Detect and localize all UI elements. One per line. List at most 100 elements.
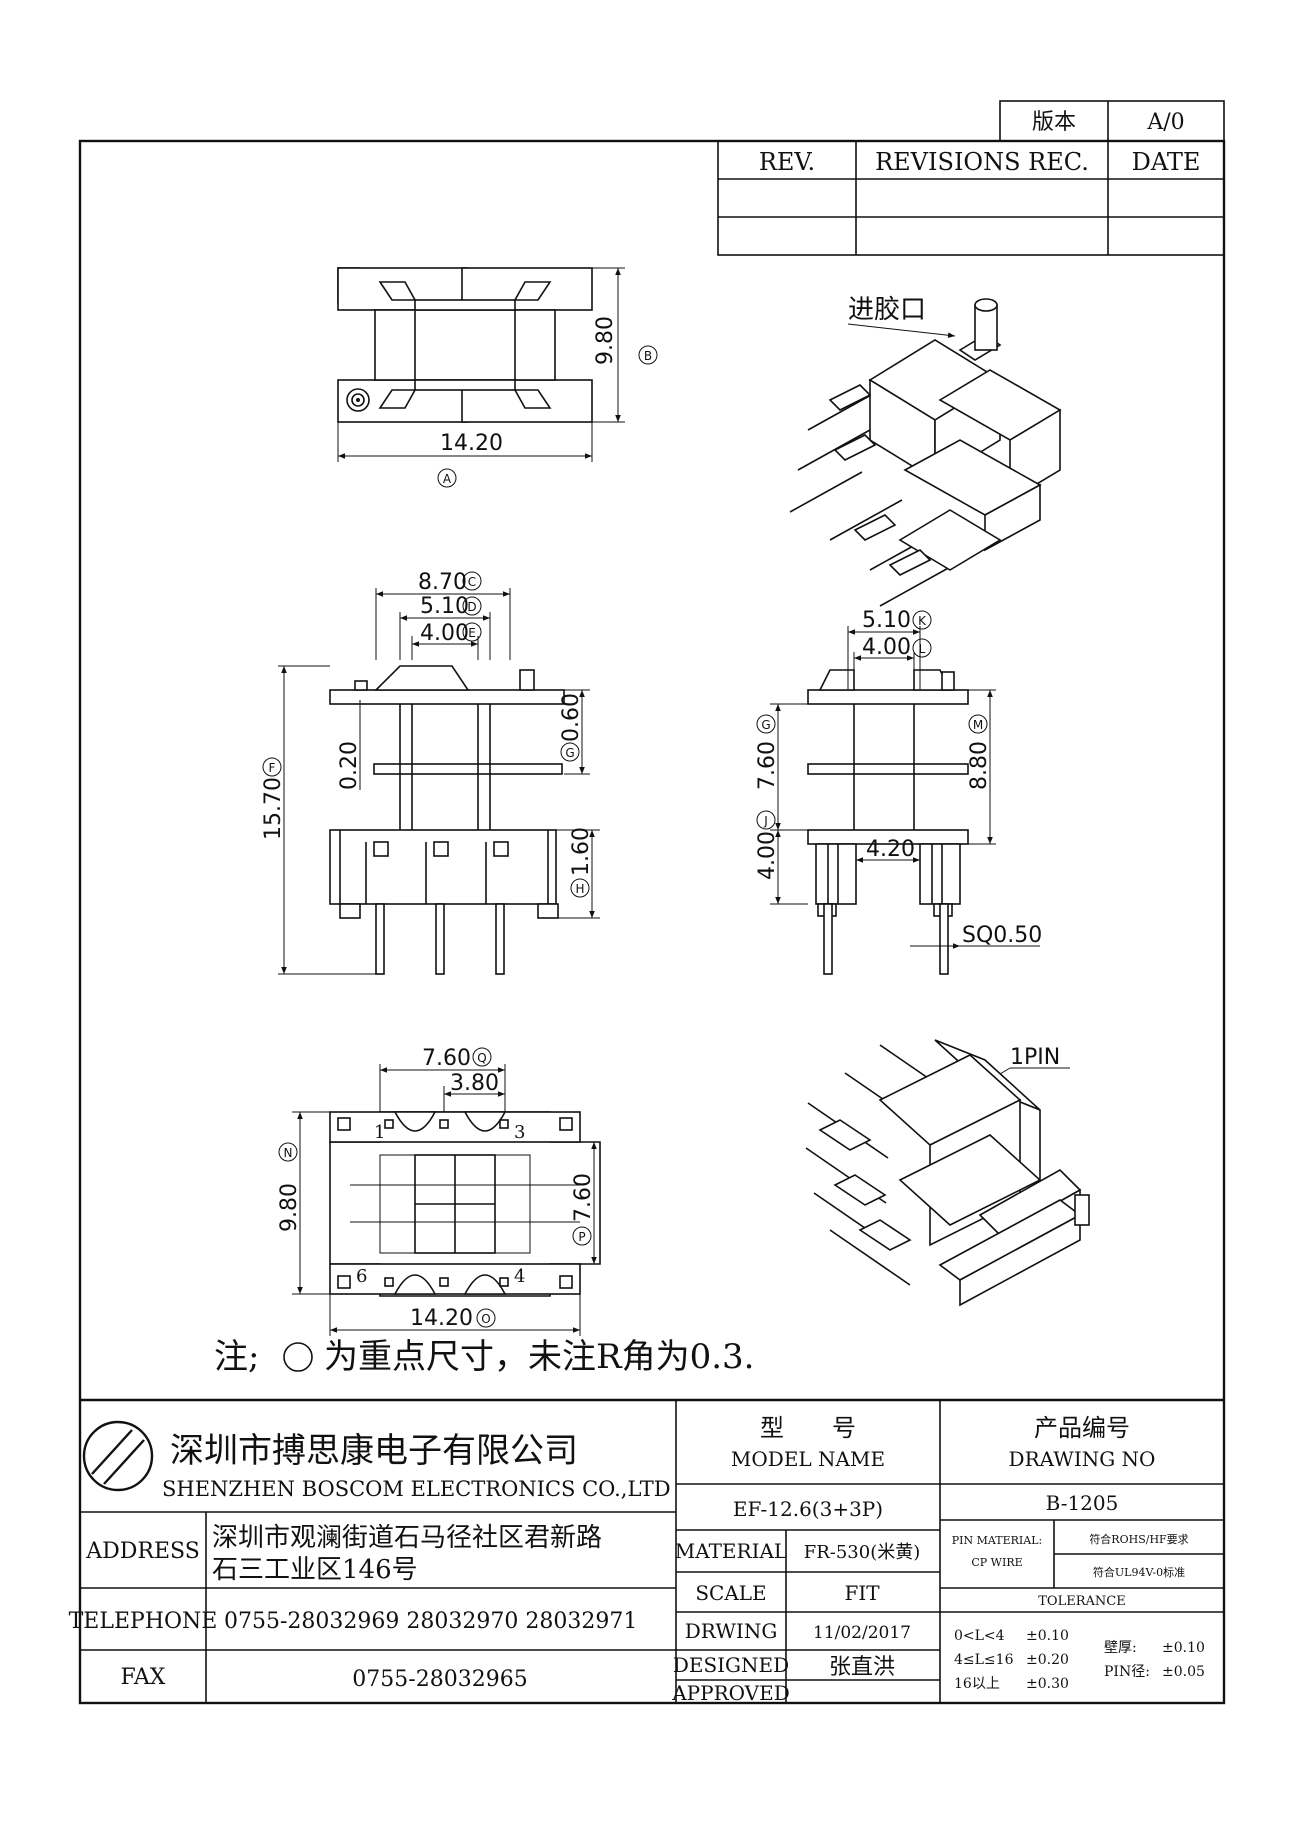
side-view: 5.10 K 4.00 L 7.60 G 4.00 J 8.80 M 4.20	[755, 608, 1042, 975]
top-width-dim: 14.20	[440, 431, 503, 456]
fax-label: FAX	[121, 1665, 166, 1690]
front-dim-c: 8.70	[418, 570, 467, 595]
rev-header: REV.	[759, 148, 815, 176]
bottom-dim-q: 7.60	[422, 1046, 471, 1071]
note-line: 注; 为重点尺寸，未注R角为0.3.	[214, 1337, 754, 1377]
side-ref-k: K	[918, 614, 927, 628]
tol-value-2: ±0.20	[1026, 1652, 1069, 1668]
side-ref-g: G	[761, 718, 770, 732]
scale-value: FIT	[844, 1581, 880, 1605]
side-dim-k: 5.10	[862, 608, 911, 633]
pin-1-label: 1	[374, 1122, 385, 1143]
drawing-frame	[78, 139, 1226, 1705]
drwing-value: 11/02/2017	[813, 1623, 911, 1643]
side-dim-m: 8.80	[967, 741, 992, 790]
front-dim-g: 0.60	[559, 693, 584, 742]
fax-value: 0755-28032965	[352, 1667, 527, 1692]
top-height-dim: 9.80	[593, 316, 618, 365]
approved-label: APPROVED	[671, 1681, 790, 1705]
side-dim-g: 7.60	[755, 741, 780, 790]
designed-label: DESIGNED	[673, 1653, 789, 1677]
model-value: EF-12.6(3+3P)	[733, 1497, 883, 1521]
top-height-ref: B	[644, 349, 652, 363]
front-view: 8.70 C 5.10 D 4.00 E 15.70 F 0.20 0.60 G	[261, 570, 600, 975]
tol-range-3: 16以上	[954, 1676, 1000, 1692]
designed-value: 张直洪	[829, 1655, 895, 1680]
pin-material-2: CP WIRE	[971, 1556, 1022, 1569]
bottom-ref-n: N	[284, 1146, 293, 1160]
side-sq-label: SQ0.50	[962, 923, 1042, 948]
front-dim-d: 5.10	[420, 594, 469, 619]
tol-value-1: ±0.10	[1026, 1628, 1069, 1644]
drawing-no-en: DRAWING NO	[1009, 1447, 1156, 1471]
bottom-ref-q: Q	[477, 1051, 486, 1065]
bottom-dim-n: 9.80	[277, 1183, 302, 1232]
pin-dia-label: PIN径:	[1104, 1664, 1150, 1680]
telephone-label: TELEPHONE	[69, 1609, 218, 1634]
side-ref-j: J	[763, 814, 768, 828]
front-ref-f: F	[269, 761, 276, 775]
address-label: ADDRESS	[85, 1539, 200, 1564]
model-cn: 型 号	[760, 1414, 856, 1442]
company-logo-icon	[82, 1420, 154, 1492]
pin1-label: 1PIN	[1010, 1045, 1060, 1070]
bottom-dim-pitch: 3.80	[450, 1071, 499, 1096]
side-ref-m: M	[973, 718, 983, 732]
drawing-no-cn: 产品编号	[1034, 1414, 1130, 1442]
wall-label: 壁厚:	[1104, 1640, 1137, 1656]
rohs-compliance: 符合ROHS/HF要求	[1089, 1532, 1188, 1546]
company-name-en: SHENZHEN BOSCOM ELECTRONICS CO.,LTD	[162, 1477, 671, 1501]
front-dim-small: 0.20	[337, 741, 362, 790]
pin-3-label: 3	[514, 1122, 525, 1143]
bottom-view: 1 3 4 6 7.60 Q 3.80 9.80 N 7.60 P 14.20	[277, 1046, 601, 1336]
model-en: MODEL NAME	[731, 1447, 885, 1471]
front-ref-d: D	[467, 600, 476, 614]
pin-6-label: 6	[356, 1266, 367, 1287]
tol-range-1: 0<L<4	[954, 1628, 1005, 1644]
front-ref-c: C	[468, 575, 476, 589]
material-value: FR-530(米黄)	[804, 1542, 921, 1563]
front-ref-g: G	[565, 746, 574, 760]
wall-value: ±0.10	[1162, 1640, 1205, 1656]
side-dim-j: 4.00	[755, 831, 780, 880]
bottom-dim-o: 14.20	[410, 1306, 473, 1331]
tol-value-3: ±0.30	[1026, 1676, 1069, 1692]
bottom-dim-p: 7.60	[571, 1173, 596, 1222]
bottom-ref-p: P	[578, 1230, 585, 1244]
critical-dim-circle-icon	[283, 1342, 313, 1372]
title-block: 深圳市搏思康电子有限公司 SHENZHEN BOSCOM ELECTRONICS…	[69, 1398, 1224, 1705]
tolerance-label: TOLERANCE	[1038, 1594, 1125, 1609]
tol-range-2: 4≤L≤16	[954, 1652, 1014, 1668]
note-prefix: 注;	[214, 1337, 259, 1377]
front-dim-h: 1.60	[569, 827, 594, 876]
front-dim-e: 4.00	[420, 621, 469, 646]
ul-compliance: 符合UL94V-0标准	[1093, 1565, 1185, 1579]
front-dim-f: 15.70	[261, 777, 286, 840]
pin-4-label: 4	[514, 1266, 525, 1287]
telephone-value: 0755-28032969 28032970 28032971	[224, 1609, 637, 1634]
version-value: A/0	[1146, 110, 1184, 135]
side-ref-l: L	[919, 642, 926, 656]
date-header: DATE	[1132, 148, 1201, 176]
pin-material-1: PIN MATERIAL:	[952, 1534, 1042, 1547]
gate-label: 进胶口	[848, 295, 926, 325]
side-dim-pitch: 4.20	[866, 837, 915, 862]
front-ref-h: H	[575, 882, 584, 896]
top-width-ref: A	[443, 472, 452, 486]
company-name-cn: 深圳市搏思康电子有限公司	[170, 1431, 578, 1471]
revision-block: 版本 A/0 REV. REVISIONS REC. DATE	[717, 100, 1225, 256]
iso-view-bottom: 1PIN	[805, 1039, 1090, 1307]
side-dim-l: 4.00	[862, 635, 911, 660]
revisions-header: REVISIONS REC.	[875, 148, 1089, 176]
address-line2: 石三工业区146号	[212, 1555, 418, 1585]
scale-label: SCALE	[695, 1581, 766, 1605]
iso-view-top: 进胶口	[789, 295, 1062, 607]
drawing-no-value: B-1205	[1046, 1491, 1119, 1515]
bottom-ref-o: O	[481, 1312, 490, 1326]
top-view: 14.20 A 9.80 B	[337, 267, 658, 488]
front-ref-e: E	[468, 626, 476, 640]
material-label: MATERIAL	[675, 1539, 787, 1563]
note-text: 为重点尺寸，未注R角为0.3.	[324, 1337, 754, 1377]
version-label: 版本	[1032, 110, 1076, 135]
